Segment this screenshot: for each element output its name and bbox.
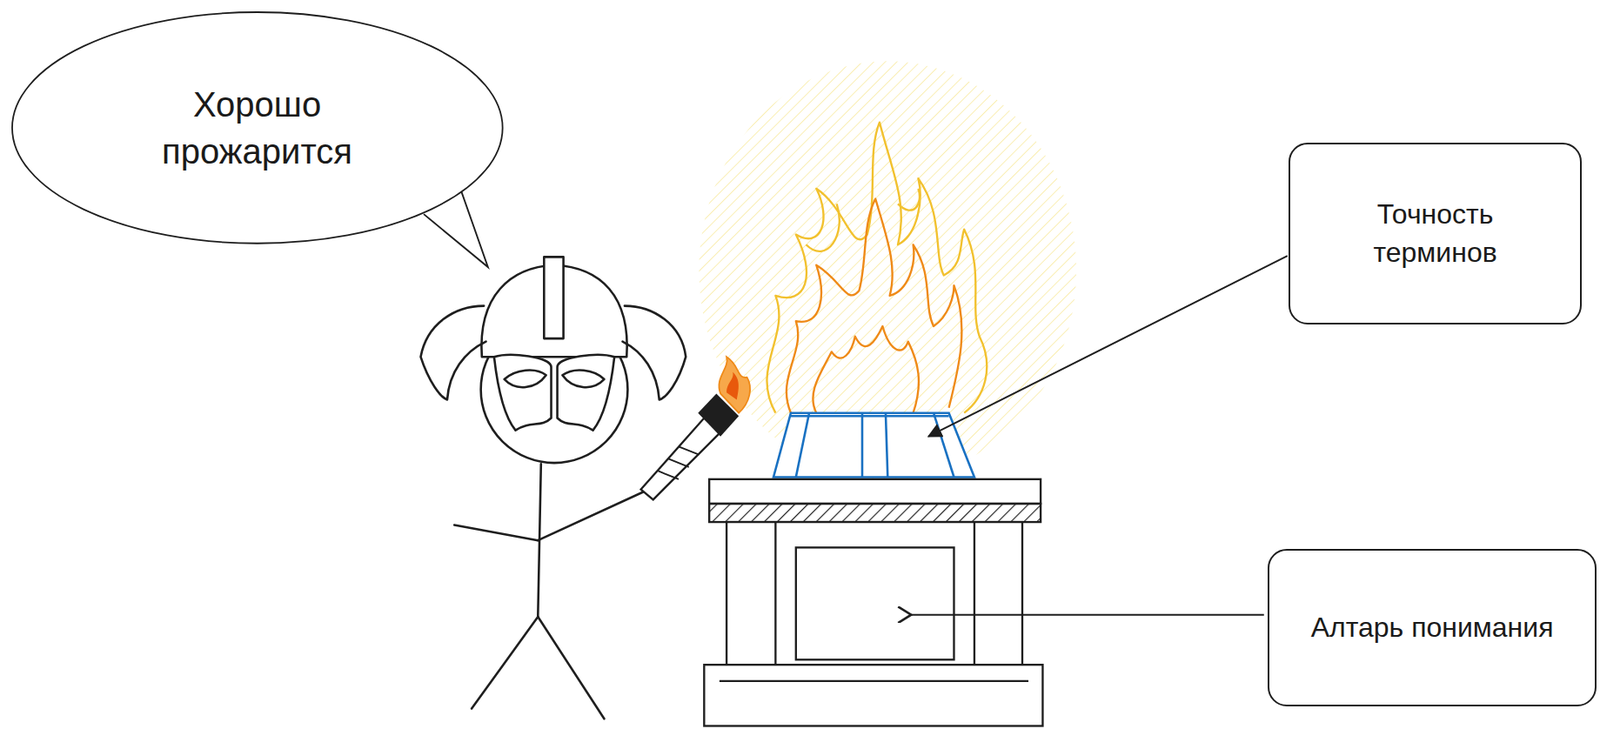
flames bbox=[766, 122, 987, 414]
leader-line bbox=[910, 614, 1265, 616]
altar-symbol bbox=[703, 479, 1043, 727]
book-symbol bbox=[773, 413, 975, 478]
leader-line bbox=[928, 255, 1288, 436]
bubble-outline bbox=[10, 10, 505, 246]
torch-symbol bbox=[641, 356, 750, 500]
speech-tail bbox=[423, 191, 489, 268]
callout-box: Алтарь понимания bbox=[1267, 548, 1598, 707]
fire-glow bbox=[698, 60, 1077, 480]
node-label: Точность терминов bbox=[1332, 195, 1538, 271]
node-label: Алтарь понимания bbox=[1311, 609, 1554, 647]
speech-bubble: Хорошо прожарится bbox=[10, 10, 505, 246]
bubble-ellipse bbox=[12, 12, 503, 244]
callout-box: Точность терминов bbox=[1288, 142, 1582, 325]
node-label: Хорошо прожарится bbox=[134, 80, 380, 175]
